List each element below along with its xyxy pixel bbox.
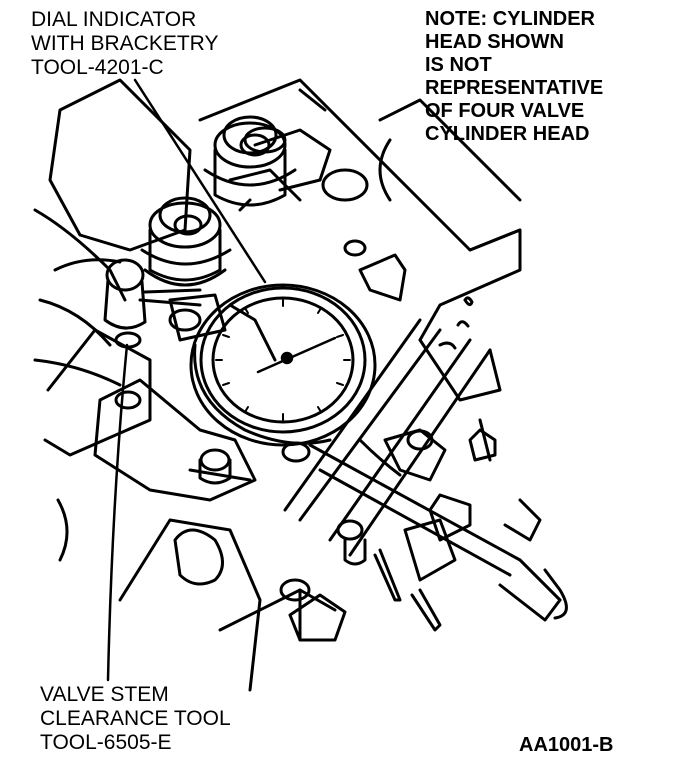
leader-line-dial-indicator — [133, 78, 267, 284]
cylinder-head-rail — [198, 78, 522, 557]
note-label: NOTE: CYLINDER HEAD SHOWN IS NOT REPRESE… — [425, 8, 604, 145]
valve-stem-tool-label: VALVE STEM CLEARANCE TOOL TOOL-6505-E — [40, 683, 231, 754]
dial-ticks — [215, 299, 351, 421]
dial-indicator-bracket — [168, 293, 568, 642]
dial-indicator-gauge — [189, 283, 377, 447]
dial-needle — [256, 336, 337, 374]
dial-indicator-label: DIAL INDICATOR WITH BRACKETRY TOOL-4201-… — [31, 8, 219, 79]
leader-line-valve-stem-tool — [106, 343, 129, 682]
valve-stem-clearance-tool — [103, 258, 202, 349]
valve-spring-lower — [140, 196, 232, 287]
figure-id: AA1001-B — [519, 734, 614, 756]
valve-spring-upper — [203, 115, 297, 207]
